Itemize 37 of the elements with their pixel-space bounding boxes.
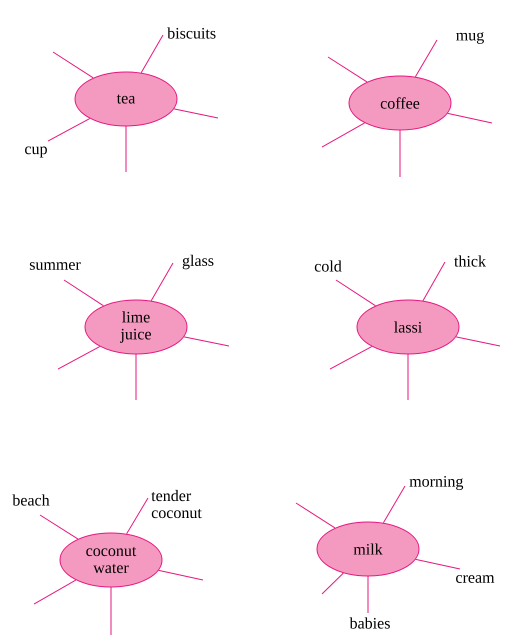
spoke-line <box>322 572 344 594</box>
spoke-line <box>48 118 90 142</box>
spoke-line <box>150 262 174 302</box>
word-label: cream <box>456 575 494 583</box>
word-label: cold <box>314 260 342 272</box>
spoke-line <box>52 52 94 78</box>
spoke-line <box>322 122 366 148</box>
word-label: summer <box>30 262 81 270</box>
word-label: tender coconut <box>151 490 202 518</box>
spoke-line <box>126 498 148 534</box>
word-label: glass <box>182 254 214 270</box>
spoke-line <box>447 112 492 124</box>
spoke-line <box>382 486 406 524</box>
spoke-line <box>158 570 204 580</box>
spoke-line <box>40 514 78 540</box>
spoke-line <box>34 580 76 604</box>
spoke-line <box>296 502 336 528</box>
spoke-line <box>336 280 376 306</box>
word-label: beach <box>12 494 50 506</box>
spoke-line <box>110 587 112 635</box>
word-label: thick <box>454 255 486 267</box>
spoke-line <box>64 280 104 306</box>
word-label: mug <box>456 32 484 44</box>
word-label: biscuits <box>167 27 216 39</box>
spoke-line <box>414 40 438 78</box>
spoke-line <box>456 336 500 346</box>
spoke-line <box>330 346 372 370</box>
spoke-line <box>174 108 218 118</box>
spoke-line <box>422 262 446 302</box>
spoke-line <box>415 558 460 570</box>
word-label: cup <box>25 146 47 158</box>
spoke-line <box>58 346 100 370</box>
spoke-line <box>184 336 230 346</box>
word-label: morning <box>410 476 464 490</box>
spoke-line <box>140 34 164 74</box>
word-label: babies <box>350 617 390 629</box>
spoke-line <box>328 56 368 82</box>
